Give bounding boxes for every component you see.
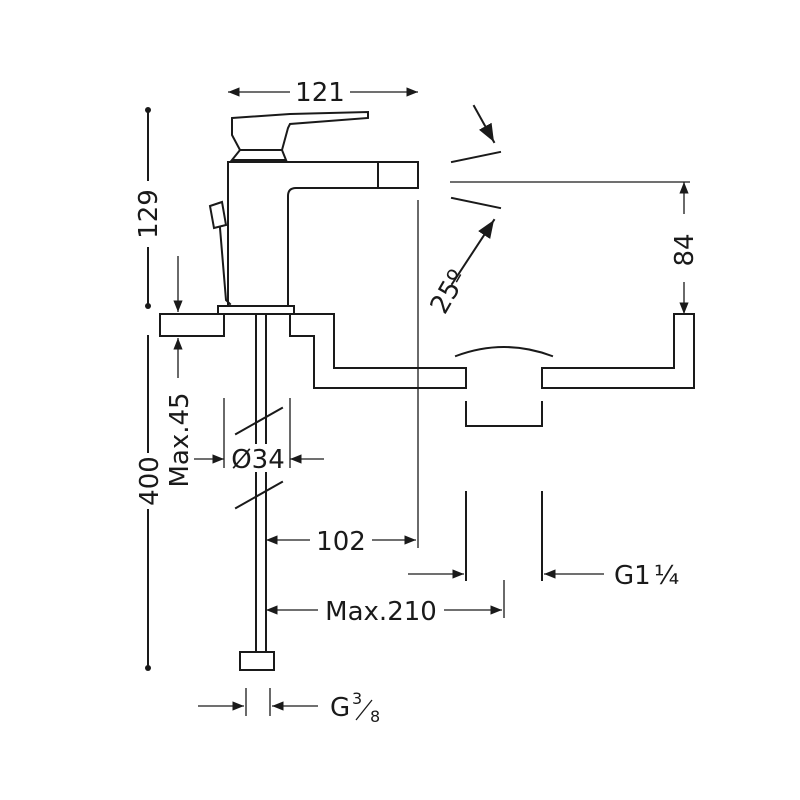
lever-handle [231, 110, 369, 151]
dim-g1-fraction: ¼ [654, 561, 679, 591]
dim-g38-den: 8 [370, 707, 380, 726]
pop-up-rod [208, 200, 228, 230]
mixer-body [227, 161, 419, 307]
dim-400: 400 [135, 456, 165, 506]
dim-g38: G [330, 693, 350, 723]
faucet-body [208, 110, 419, 671]
dim-hole-diameter: Ø34 [194, 398, 324, 510]
dim-max45: Max.45 [165, 392, 195, 487]
dim-waste-thread: G1 ¼ [408, 561, 679, 591]
dim-g1: G1 [614, 561, 651, 591]
dim-g38-num: 3 [352, 689, 362, 708]
bidet-section [159, 313, 695, 581]
dim-max210: Max.210 [325, 597, 437, 627]
spray-lines [450, 104, 690, 286]
dim-height-left: 129 [134, 107, 164, 309]
dim-angle: 25º [425, 265, 474, 319]
dim-spout-height: 84 [670, 182, 700, 314]
base-plate [217, 305, 295, 315]
dim-deck-thickness: Max.45 [165, 256, 195, 488]
dim-inlet-thread: G 3 8 [198, 688, 380, 726]
dim-max-reach: Max.210 [266, 580, 505, 627]
dim-84: 84 [670, 233, 700, 266]
hose-nut [239, 651, 275, 671]
dim-129: 129 [134, 189, 164, 239]
dim-102: 102 [316, 527, 366, 557]
dim-total-length: 400 [135, 335, 165, 671]
dim-width-top: 121 [228, 78, 418, 108]
dim-diameter: Ø34 [231, 445, 285, 475]
dim-121: 121 [295, 78, 345, 108]
dim-spout-reach: 102 [266, 200, 419, 557]
